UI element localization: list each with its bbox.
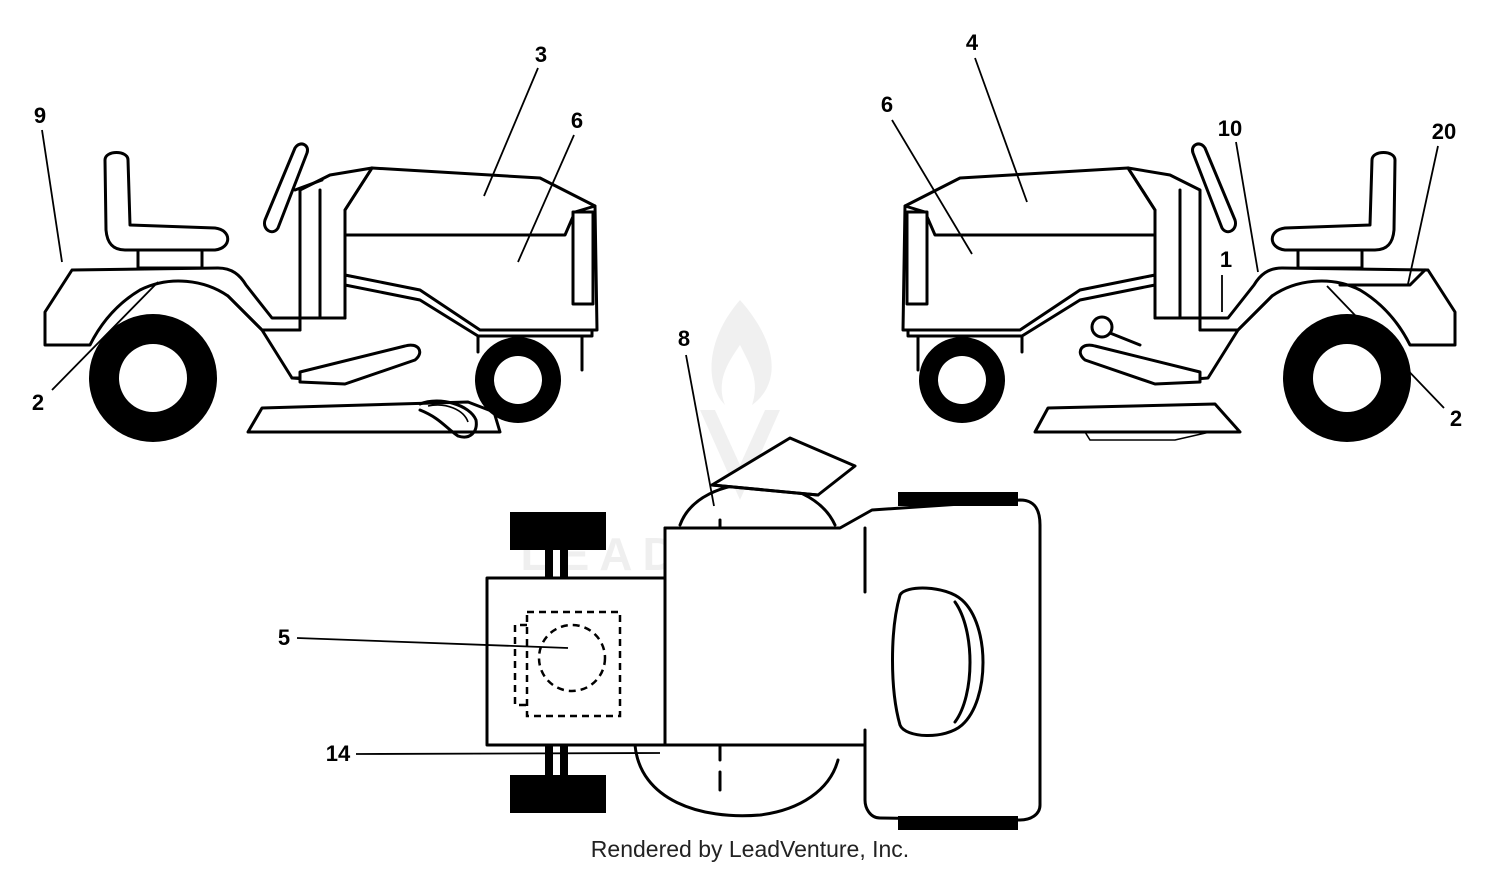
right-front-wheel [919,337,1005,423]
callout-right-2: 2 [1450,406,1462,431]
left-seat [103,151,230,252]
left-side-view [43,142,599,442]
left-grille [571,210,595,306]
right-rear-wheel [1283,314,1411,442]
callouts: 9 3 6 2 4 6 10 20 1 2 8 5 14 [32,30,1462,766]
callout-top-5: 5 [278,625,290,650]
left-rear-fender [43,266,302,347]
right-footrest [1078,343,1202,386]
top-front-wheel-left [510,512,606,550]
right-seat [1270,151,1397,252]
left-deck-chute [418,399,478,439]
left-footrest [298,343,422,386]
leadventure-flame-logo [700,300,780,500]
left-rear-wheel [89,314,217,442]
top-rear-wheel-right [898,816,1018,830]
callout-left-2: 2 [32,390,44,415]
right-dash [1126,166,1202,320]
right-side-view [901,142,1457,442]
left-seat-base [136,248,204,270]
top-view [485,436,1042,830]
callout-right-1: 1 [1220,247,1232,272]
callout-right-4: 4 [966,30,979,55]
left-mower-deck [246,400,502,434]
left-hood [343,166,599,332]
right-rear-fender [1198,266,1457,347]
top-engine-outline [525,610,622,718]
top-rear-wheel-left [898,492,1018,506]
callout-right-10: 10 [1218,116,1242,141]
top-rear-body [663,498,1042,822]
callout-right-20: 20 [1432,119,1456,144]
right-lift-lever [1090,315,1142,347]
right-steering-wheel [1190,142,1237,234]
callout-left-3: 3 [535,42,547,67]
right-seat-base [1296,248,1364,270]
left-steering-wheel [263,142,310,234]
right-hood [901,166,1157,332]
right-mower-deck [1033,402,1242,434]
top-seat [891,586,985,737]
right-grille [905,210,929,306]
callout-top-8: 8 [678,326,690,351]
callout-left-9: 9 [34,103,46,128]
left-front-wheel [475,337,561,423]
top-front-wheel-right [510,775,606,813]
callout-left-6: 6 [571,108,583,133]
callout-top-14: 14 [326,741,351,766]
callout-right-6: 6 [881,92,893,117]
render-credit: Rendered by LeadVenture, Inc. [590,836,910,862]
